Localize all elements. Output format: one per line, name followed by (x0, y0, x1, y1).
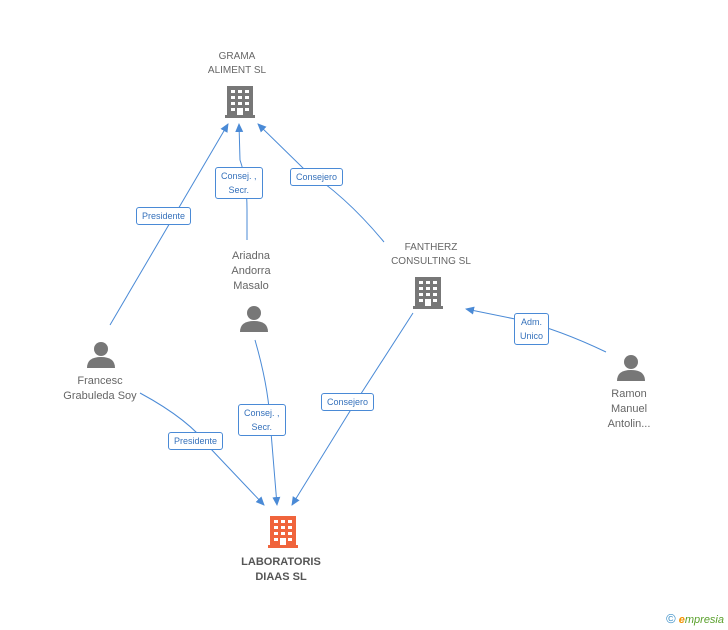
edge-label-ramon-fantherz: Adm. Unico (514, 313, 550, 345)
edge-label-fantherz-lab: Consejero (321, 393, 375, 411)
company-label-fantherz[interactable]: FANTHERZ CONSULTING SL (391, 242, 471, 267)
edge-label-francesc-grama: Presidente (136, 207, 192, 225)
brand-footer: ©empresia (666, 611, 724, 626)
brand-name: mpresia (684, 614, 724, 626)
person-label-francesc[interactable]: Francesc Grabuleda Soy (63, 375, 137, 402)
person-icon[interactable] (87, 342, 115, 368)
person-label-ariadna[interactable]: Ariadna Andorra Masalo (231, 250, 271, 292)
building-icon[interactable] (225, 86, 255, 118)
person-label-ramon[interactable]: Ramon Manuel Antolin... (607, 388, 651, 430)
company-label-laboratoris[interactable]: LABORATORIS DIAAS SL (241, 556, 321, 583)
person-icon[interactable] (617, 355, 645, 381)
edge-label-francesc-lab: Presidente (168, 432, 224, 450)
copyright-icon: © (666, 611, 676, 626)
edge-label-fantherz-grama: Consejero (290, 168, 344, 186)
edge-label-ariadna-lab: Consej. , Secr. (238, 404, 286, 436)
person-icon[interactable] (240, 306, 268, 332)
company-label-grama[interactable]: GRAMA ALIMENT SL (207, 51, 267, 76)
building-icon[interactable] (268, 516, 298, 548)
edge-label-ariadna-grama: Consej. , Secr. (215, 167, 263, 199)
building-icon[interactable] (413, 277, 443, 309)
brand-initial: e (678, 614, 685, 626)
